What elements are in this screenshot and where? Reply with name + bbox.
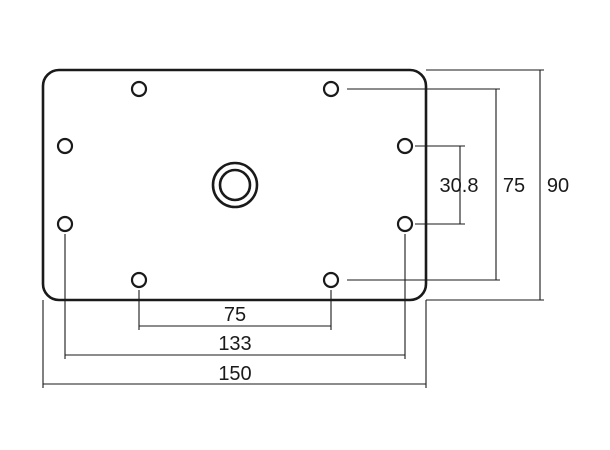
dimension-label-30-8: 30.8: [440, 175, 479, 197]
horizontal-extension-lines: [42, 234, 427, 388]
extension-lines-75-vertical: [347, 88, 500, 281]
plate-outline: [41, 68, 428, 302]
mounting-hole: [322, 271, 340, 289]
extension-lines-30-8: [415, 145, 465, 225]
mounting-hole: [56, 215, 74, 233]
dimension-label-133: 133: [218, 333, 251, 355]
mounting-hole: [130, 80, 148, 98]
dimension-label-75-vertical: 75: [503, 175, 525, 197]
mounting-hole: [322, 80, 340, 98]
dimension-label-75-horizontal: 75: [224, 304, 246, 326]
center-boss-inner: [218, 168, 252, 202]
center-boss-outer: [211, 161, 259, 209]
mounting-hole: [396, 215, 414, 233]
mounting-hole: [130, 271, 148, 289]
mounting-hole: [396, 137, 414, 155]
mounting-hole: [56, 137, 74, 155]
extension-lines-90: [426, 69, 544, 301]
dimension-label-150: 150: [218, 363, 251, 385]
dimension-label-90: 90: [547, 175, 569, 197]
